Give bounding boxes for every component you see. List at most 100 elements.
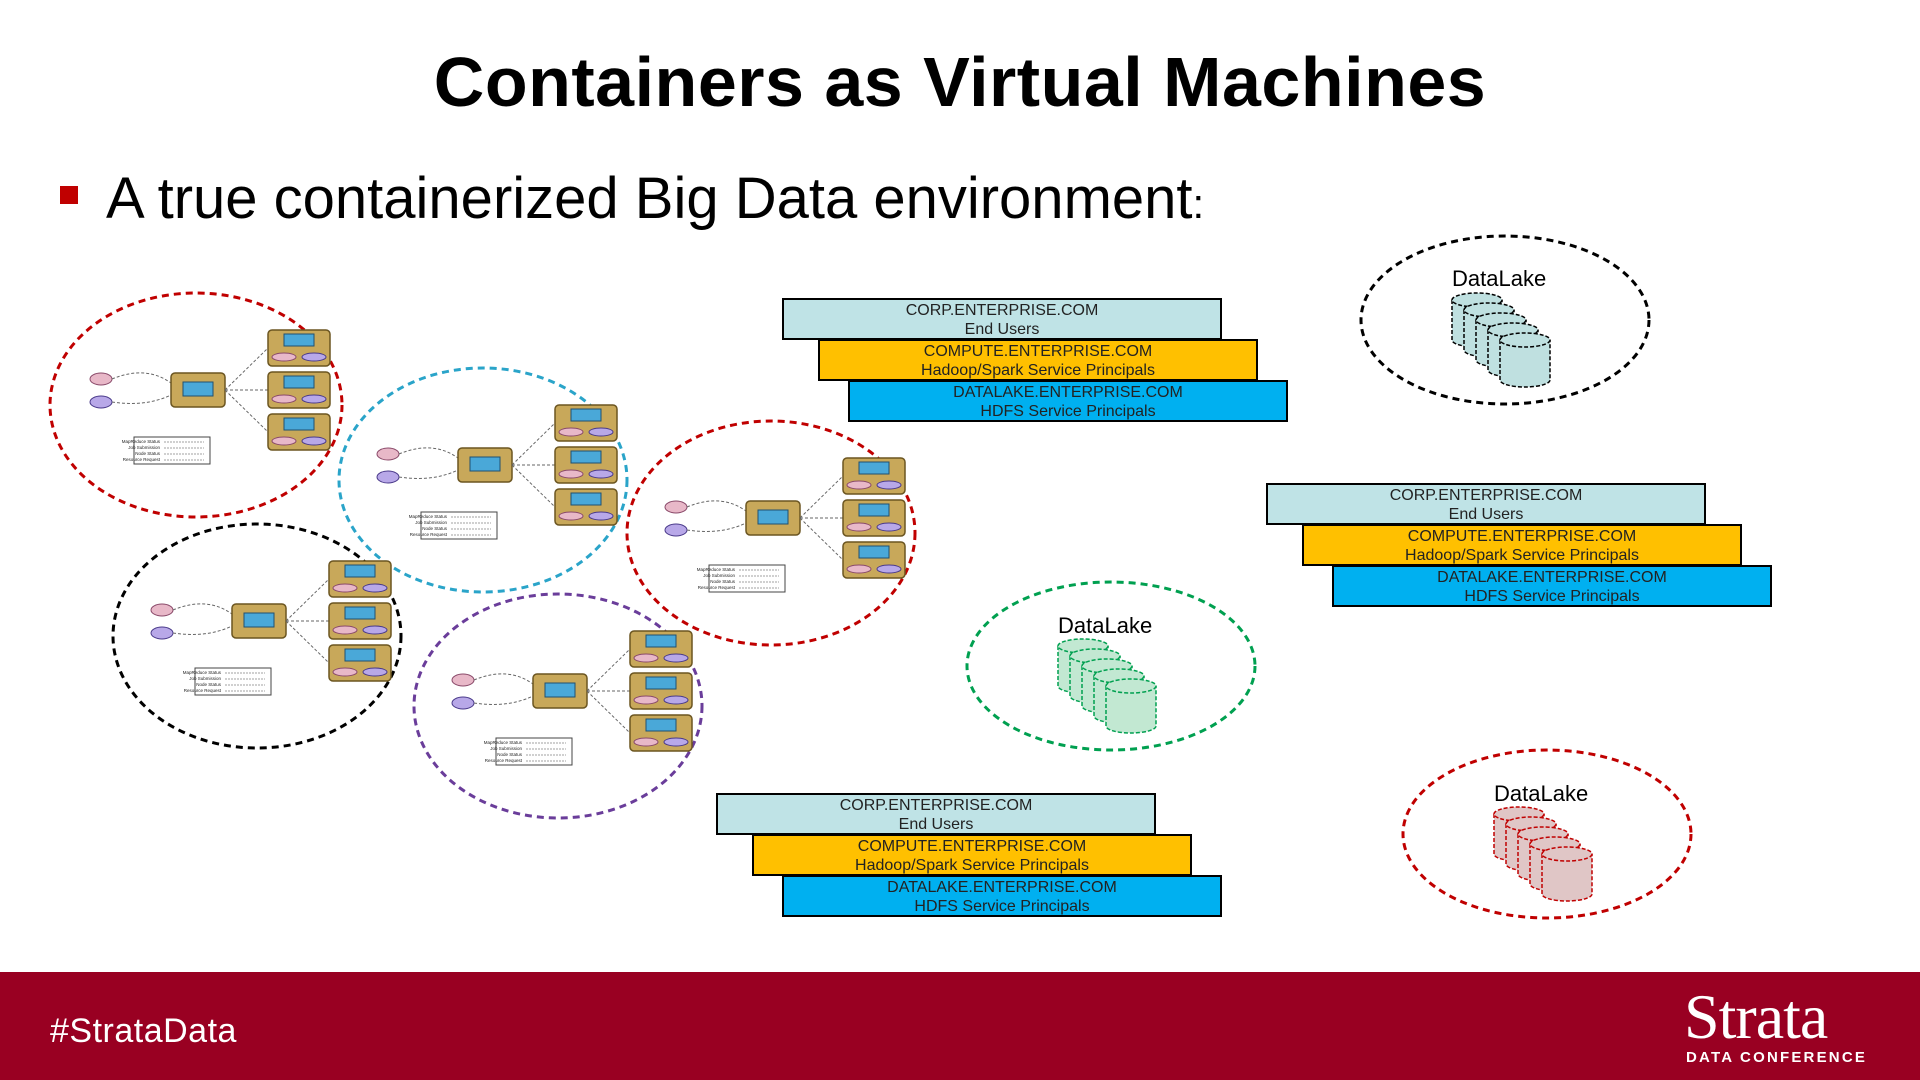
container-node: [846, 480, 872, 490]
datalake-label: DataLake: [1494, 781, 1589, 806]
legend-item-text: Resource Request: [698, 585, 736, 590]
node-manager-label-box: [344, 606, 376, 620]
cluster-boundary: [48, 291, 344, 519]
datalake: [1359, 234, 1651, 406]
storage-disk-top: [1105, 678, 1157, 694]
strata-logo: Strata: [1684, 981, 1828, 1052]
corp-realm-desc: End Users: [1448, 506, 1524, 523]
client-node: [451, 673, 475, 687]
legend-item-text: Job Submission: [189, 676, 221, 681]
legend-box: [133, 436, 211, 465]
client-node: [376, 447, 400, 461]
container-node: [633, 653, 659, 663]
datalake-realm-desc: HDFS Service Principals: [914, 898, 1090, 915]
connector-line: [172, 625, 233, 635]
storage-disk-top: [1499, 332, 1551, 348]
app-master-node: [588, 511, 614, 521]
datalake-boundary: [965, 580, 1257, 752]
legend-item-text: Job Submission: [128, 445, 160, 450]
resource-manager-label-box: [243, 612, 275, 628]
legend-item-text: Resource Request: [123, 457, 161, 462]
client-node: [664, 523, 688, 537]
datalake-realm-name: DATALAKE.ENTERPRISE.COM: [953, 384, 1183, 401]
container-node: [332, 625, 358, 635]
bullet-colon: :: [1192, 180, 1205, 227]
container-node: [633, 695, 659, 705]
legend-item-text: Node Status: [710, 579, 736, 584]
client-node: [376, 470, 400, 484]
connector-line: [511, 422, 556, 466]
datalake-realm-desc: HDFS Service Principals: [1464, 588, 1640, 605]
datalake-boundary: [1359, 234, 1651, 406]
client-node: [150, 603, 174, 617]
corp-realm-name: CORP.ENTERPRISE.COM: [839, 797, 1033, 814]
strata-logo-subtitle: DATA CONFERENCE: [1686, 1049, 1868, 1066]
app-master-node: [663, 695, 689, 705]
legend-item-text: Resource Request: [485, 758, 523, 763]
connector-line: [224, 389, 269, 433]
datalake-realm-bar: DATALAKE.ENTERPRISE.COM HDFS Service Prin…: [1332, 565, 1772, 607]
node-manager-label-box: [858, 461, 890, 475]
legend-item-text: Job Submission: [490, 746, 522, 751]
app-master-node: [362, 625, 388, 635]
app-master-node: [876, 480, 902, 490]
cluster-boundary: [412, 592, 704, 820]
resource-manager-label-box: [544, 682, 576, 698]
container-node: [846, 522, 872, 532]
legend-item-text: Job Submission: [703, 573, 735, 578]
datalake-label: DataLake: [1058, 613, 1153, 638]
container-node: [332, 583, 358, 593]
datalake-realm-bar: DATALAKE.ENTERPRISE.COM HDFS Service Prin…: [782, 875, 1222, 917]
legend-box: [708, 564, 786, 593]
app-master-node: [362, 667, 388, 677]
app-master-node: [876, 522, 902, 532]
datalake-label: DataLake: [1452, 266, 1547, 291]
legend-item-text: MapReduce Status: [122, 439, 161, 444]
connector-line: [473, 673, 534, 685]
node-manager-label-box: [283, 375, 315, 389]
node-manager-label-box: [570, 450, 602, 464]
client-node: [89, 395, 113, 409]
container-node: [558, 469, 584, 479]
compute-realm-name: COMPUTE.ENTERPRISE.COM: [857, 838, 1087, 855]
compute-realm-desc: Hadoop/Spark Service Principals: [921, 362, 1155, 379]
connector-line: [586, 690, 631, 734]
container-node: [271, 436, 297, 446]
connector-line: [398, 447, 459, 459]
legend-item-text: Resource Request: [410, 532, 448, 537]
legend-box: [420, 511, 498, 540]
corp-realm-bar: CORP.ENTERPRISE.COM End Users: [716, 793, 1156, 835]
datalake-realm-name: DATALAKE.ENTERPRISE.COM: [1437, 569, 1667, 586]
corp-realm-desc: End Users: [898, 816, 974, 833]
node-manager-label-box: [645, 676, 677, 690]
legend-item-text: MapReduce Status: [697, 567, 736, 572]
container-node: [633, 737, 659, 747]
datalake-realm-name: DATALAKE.ENTERPRISE.COM: [887, 879, 1117, 896]
connector-line: [224, 347, 269, 391]
node-manager-label-box: [570, 492, 602, 506]
app-master-node: [876, 564, 902, 574]
storage-disk-icon: [1499, 340, 1551, 388]
app-master-node: [588, 469, 614, 479]
node-manager-label-box: [344, 564, 376, 578]
legend-item-text: Node Status: [497, 752, 523, 757]
legend-item-text: MapReduce Status: [484, 740, 523, 745]
client-node: [664, 500, 688, 514]
datalake: [965, 580, 1257, 752]
connector-line: [799, 475, 844, 519]
footer-bar: #StrataData Strata DATA CONFERENCE: [0, 972, 1920, 1080]
compute-realm-desc: Hadoop/Spark Service Principals: [855, 857, 1089, 874]
node-manager-label-box: [283, 417, 315, 431]
compute-realm-desc: Hadoop/Spark Service Principals: [1405, 547, 1639, 564]
node-manager-label-box: [645, 634, 677, 648]
node-manager-label-box: [283, 333, 315, 347]
